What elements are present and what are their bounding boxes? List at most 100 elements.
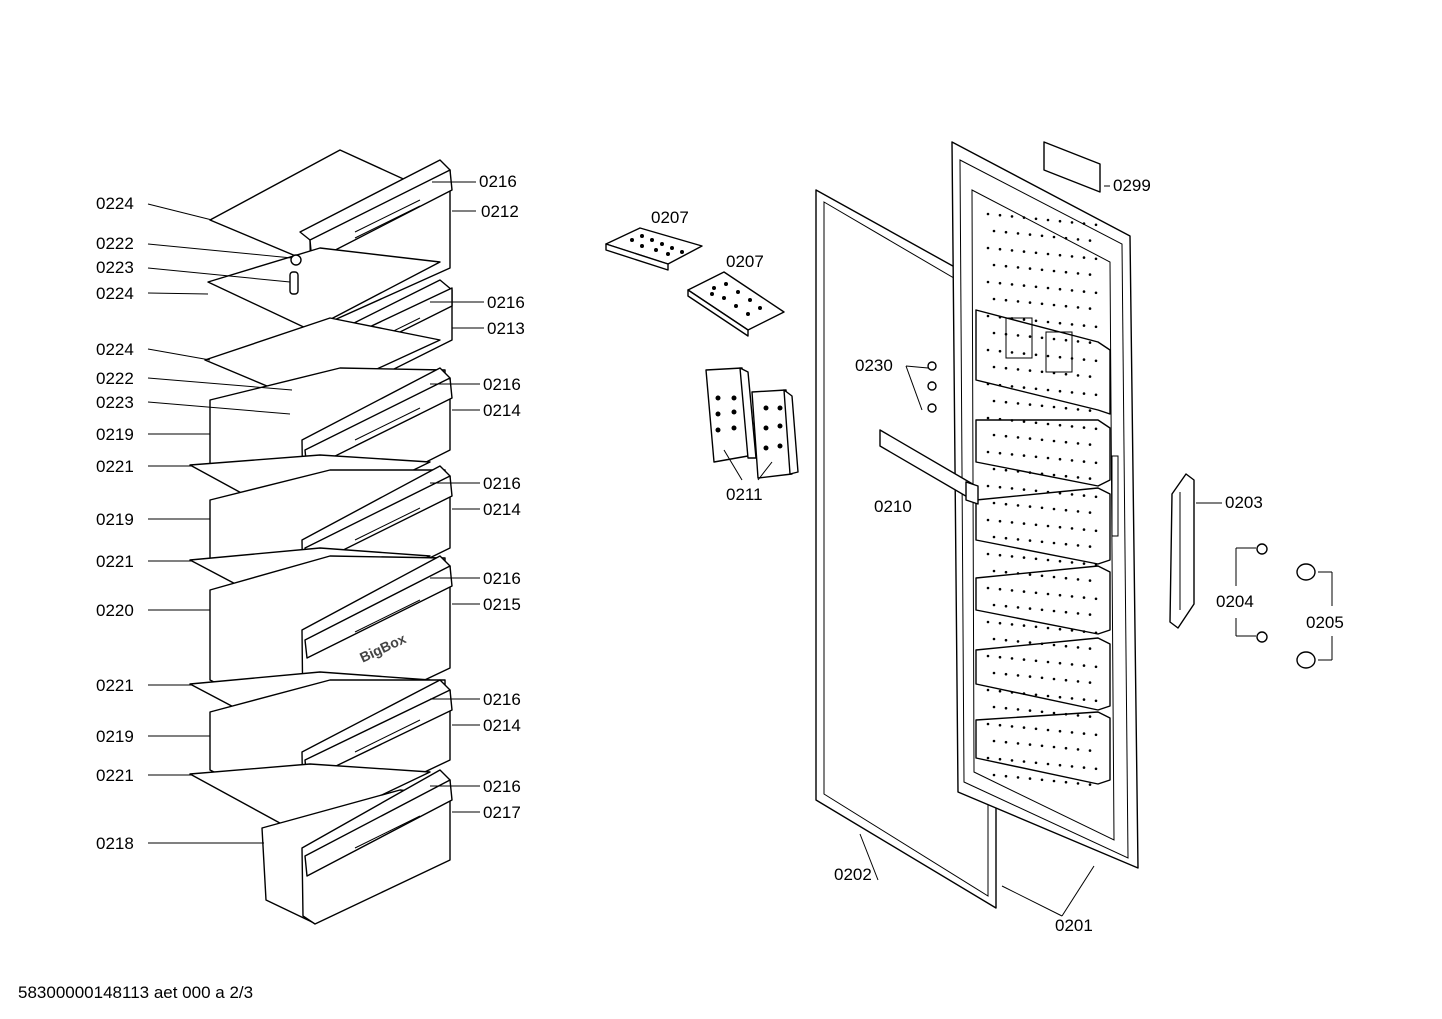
liner-dot xyxy=(1082,698,1086,701)
label-0230: 0230 xyxy=(855,356,893,375)
liner-dot xyxy=(1016,674,1020,677)
liner-dot xyxy=(1094,393,1098,397)
label-0219-a: 0219 xyxy=(96,425,134,444)
liner-dot xyxy=(1076,612,1080,615)
liner-dot xyxy=(1004,366,1008,370)
liner-dot xyxy=(1028,437,1032,440)
liner-dot xyxy=(1034,353,1038,357)
liner-dot xyxy=(1028,267,1032,270)
liner-dot xyxy=(1094,529,1098,533)
label-0219-b: 0219 xyxy=(96,510,134,529)
liner-dot xyxy=(1076,510,1080,513)
liner-dot xyxy=(1010,589,1014,592)
liner-dot xyxy=(1046,422,1050,426)
liner-dot xyxy=(1052,575,1056,579)
liner-dot xyxy=(986,620,990,624)
liner-dot xyxy=(1052,269,1056,273)
label-0214-a: 0214 xyxy=(483,401,521,420)
liner-dot xyxy=(992,399,996,403)
liner-dot xyxy=(1052,303,1056,307)
liner-dot xyxy=(992,331,996,335)
liner-dot xyxy=(986,756,990,760)
liner-dot xyxy=(998,553,1002,557)
liner-dot xyxy=(1076,272,1080,275)
liner-dot xyxy=(1010,555,1014,558)
liner-dot xyxy=(1052,711,1056,715)
liner-dot xyxy=(998,519,1002,523)
liner-dot xyxy=(998,315,1002,319)
liner-dot xyxy=(1070,255,1074,258)
liner-dot xyxy=(998,621,1002,625)
liner-dot xyxy=(1022,556,1026,559)
liner-dot xyxy=(986,348,990,352)
liner-dot xyxy=(998,689,1002,693)
liner-dot xyxy=(1088,409,1092,412)
glass-shelf-mid xyxy=(207,247,441,331)
liner-dot xyxy=(1028,403,1032,406)
liner-dot xyxy=(1070,357,1074,360)
drawer-stack: BigBox xyxy=(189,149,453,925)
label-0216-c: 0216 xyxy=(483,375,521,394)
liner-dot xyxy=(1034,285,1038,289)
liner-dot xyxy=(986,246,990,250)
liner-dot xyxy=(1082,460,1086,463)
ice-tray-1 xyxy=(605,227,703,271)
liner-dot xyxy=(1082,324,1086,327)
liner-dot xyxy=(992,705,996,709)
liner-dot xyxy=(1058,321,1062,325)
liner-dot xyxy=(1022,216,1026,219)
liner-dot xyxy=(1070,391,1074,394)
liner-dot xyxy=(1034,217,1038,221)
label-0223-b: 0223 xyxy=(96,393,134,412)
liner-dot xyxy=(1004,740,1008,744)
liner-dot xyxy=(1058,593,1062,597)
liner-dot xyxy=(1064,678,1068,682)
liner-dot xyxy=(1040,608,1044,612)
label-0214-c: 0214 xyxy=(483,716,521,735)
liner-dot xyxy=(1064,270,1068,274)
liner-dot xyxy=(1070,425,1074,428)
liner-dot xyxy=(1088,273,1092,276)
liner-dot xyxy=(1028,777,1032,780)
liner-dot xyxy=(1028,573,1032,576)
liner-dot xyxy=(1040,642,1044,646)
liner-dot xyxy=(1088,749,1092,752)
liner-dot xyxy=(1004,706,1008,710)
liner-dot xyxy=(1010,385,1014,388)
label-0216-f: 0216 xyxy=(483,690,521,709)
liner-dot xyxy=(986,654,990,658)
liner-dot xyxy=(1046,320,1050,324)
liner-dot xyxy=(1094,699,1098,703)
liner-dot xyxy=(1064,780,1068,784)
liner-dot xyxy=(1088,715,1092,718)
liner-dot xyxy=(1094,325,1098,329)
label-0224-b: 0224 xyxy=(96,284,134,303)
liner-dot xyxy=(1046,558,1050,562)
liner-dot xyxy=(1028,675,1032,678)
label-0214-b: 0214 xyxy=(483,500,521,519)
liner-dot xyxy=(1010,623,1014,626)
liner-dot xyxy=(1082,222,1086,225)
liner-dot xyxy=(1034,421,1038,425)
liner-dot xyxy=(1082,562,1086,565)
liner-dot xyxy=(1004,774,1008,778)
liner-dot xyxy=(1070,629,1074,632)
liner-dot xyxy=(1046,524,1050,528)
liner-dot xyxy=(1064,236,1068,240)
liner-dot xyxy=(1040,574,1044,578)
label-0223-a: 0223 xyxy=(96,258,134,277)
liner-dot xyxy=(1046,354,1050,358)
liner-dot xyxy=(1076,238,1080,241)
liner-dot xyxy=(1052,337,1056,341)
liner-dot xyxy=(1034,761,1038,765)
liner-dot xyxy=(1040,234,1044,238)
label-0219-c: 0219 xyxy=(96,727,134,746)
label-0216-g: 0216 xyxy=(483,777,521,796)
liner-dot xyxy=(1016,232,1020,235)
liner-dot xyxy=(1016,572,1020,575)
liner-dot xyxy=(1058,219,1062,223)
liner-dot xyxy=(1016,640,1020,643)
liner-dot xyxy=(1094,461,1098,465)
label-0211: 0211 xyxy=(726,485,763,504)
liner-dot xyxy=(1058,423,1062,427)
